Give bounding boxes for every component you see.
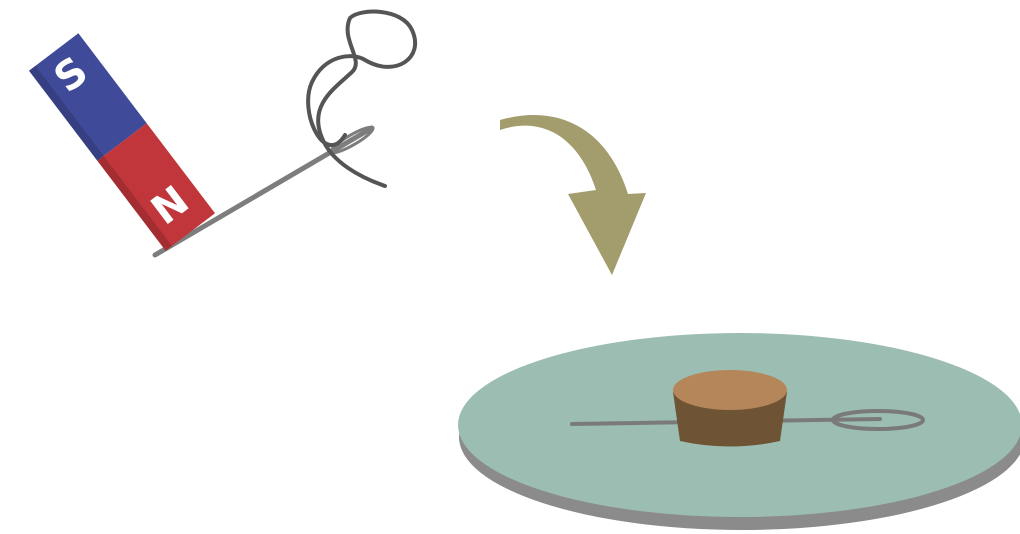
bar-magnet: S N xyxy=(29,33,215,251)
thread-icon xyxy=(308,12,415,186)
cork-icon xyxy=(673,370,787,447)
curved-arrow-icon xyxy=(500,115,646,275)
magnetizing-step: S N xyxy=(29,12,415,255)
floating-compass xyxy=(458,333,1020,530)
